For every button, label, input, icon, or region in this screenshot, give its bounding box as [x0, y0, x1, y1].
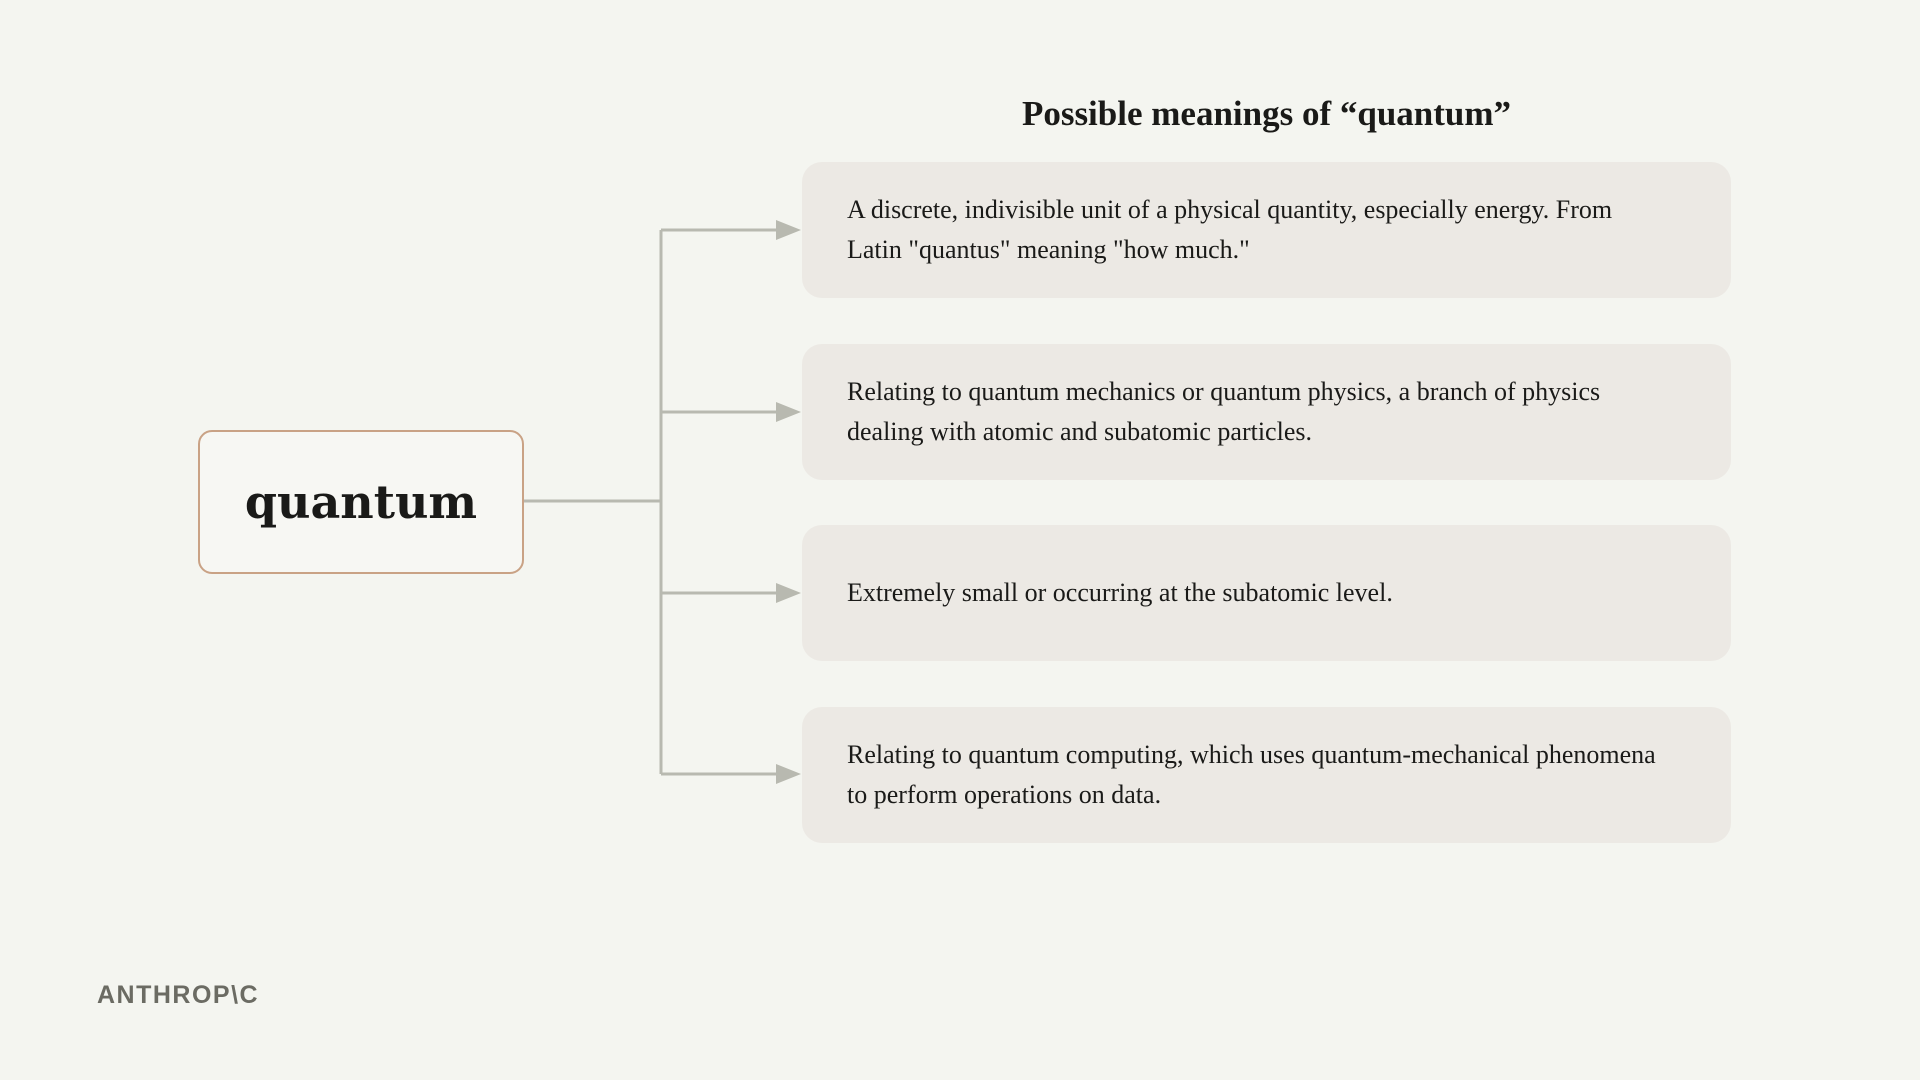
meaning-card-2: Relating to quantum mechanics or quantum…	[802, 344, 1731, 480]
meaning-text: Relating to quantum mechanics or quantum…	[847, 377, 1601, 446]
meaning-text: Relating to quantum computing, which use…	[847, 740, 1656, 809]
arrow-head-icon	[776, 220, 801, 240]
arrow-head-icon	[776, 583, 801, 603]
meaning-text: A discrete, indivisible unit of a physic…	[847, 195, 1613, 264]
meaning-card-3: Extremely small or occurring at the suba…	[802, 525, 1731, 661]
diagram-title: Possible meanings of “quantum”	[1021, 94, 1512, 133]
root-word: quantum	[244, 475, 478, 529]
meaning-card-1: A discrete, indivisible unit of a physic…	[802, 162, 1731, 298]
meaning-text: Extremely small or occurring at the suba…	[847, 578, 1393, 607]
arrow-head-icon	[776, 764, 801, 784]
anthropic-logo: ANTHROP\C	[97, 981, 260, 1009]
meaning-card-4: Relating to quantum computing, which use…	[802, 707, 1731, 843]
root-word-box: quantum	[198, 430, 524, 574]
arrow-head-icon	[776, 402, 801, 422]
